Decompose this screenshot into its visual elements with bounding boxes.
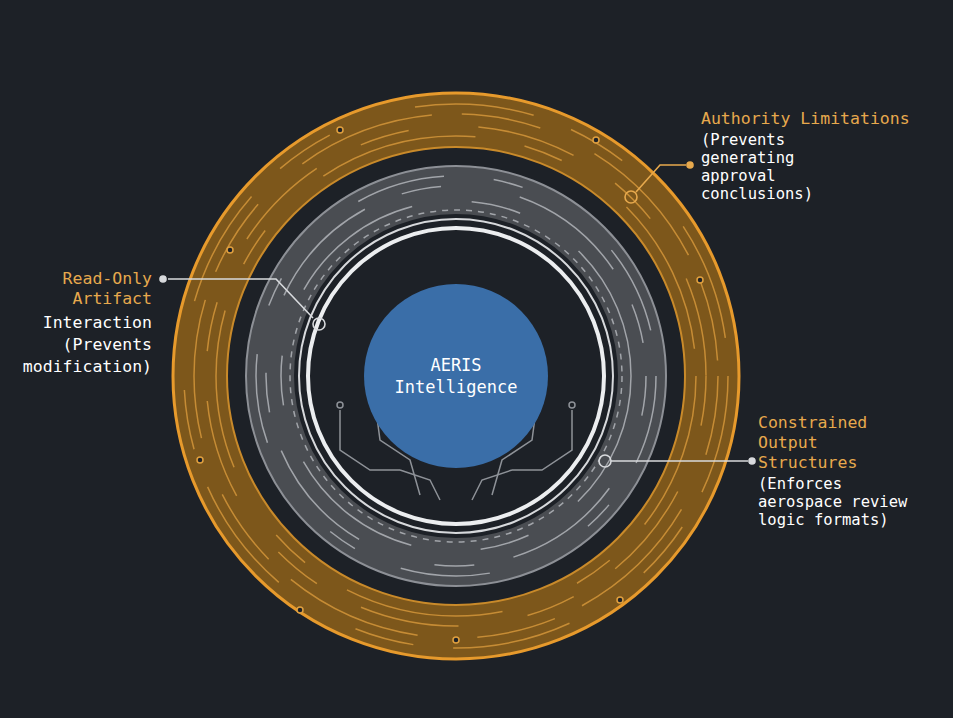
orange-rim	[227, 147, 685, 605]
callout-title: Constrained Output Structures	[758, 413, 883, 473]
white-ring	[299, 219, 613, 533]
white-ring	[308, 228, 604, 524]
circuit-traces	[184, 104, 728, 648]
circle-shape	[363, 283, 549, 469]
leader-lines	[160, 276, 755, 467]
grey-ring	[270, 190, 642, 562]
callout-note: Interaction (Prevents modification)	[5, 312, 152, 378]
trace-dots	[197, 127, 703, 643]
core-circle: AERIS Intelligence	[363, 283, 549, 469]
orange-band	[200, 120, 712, 632]
callout-title: Authority Limitations	[701, 109, 941, 129]
callout-title: Read-Only Artifact	[50, 269, 152, 309]
callout-note: (Enforces aerospace review logic formats…	[758, 475, 926, 529]
leader-line-orange	[625, 162, 693, 203]
callout-note: (Prevents generating approval conclusion…	[701, 131, 831, 203]
grey-traces	[256, 176, 656, 576]
orange-rim	[173, 93, 739, 659]
grey-rim	[246, 166, 666, 586]
node-title: AERIS Intelligence	[363, 354, 549, 398]
